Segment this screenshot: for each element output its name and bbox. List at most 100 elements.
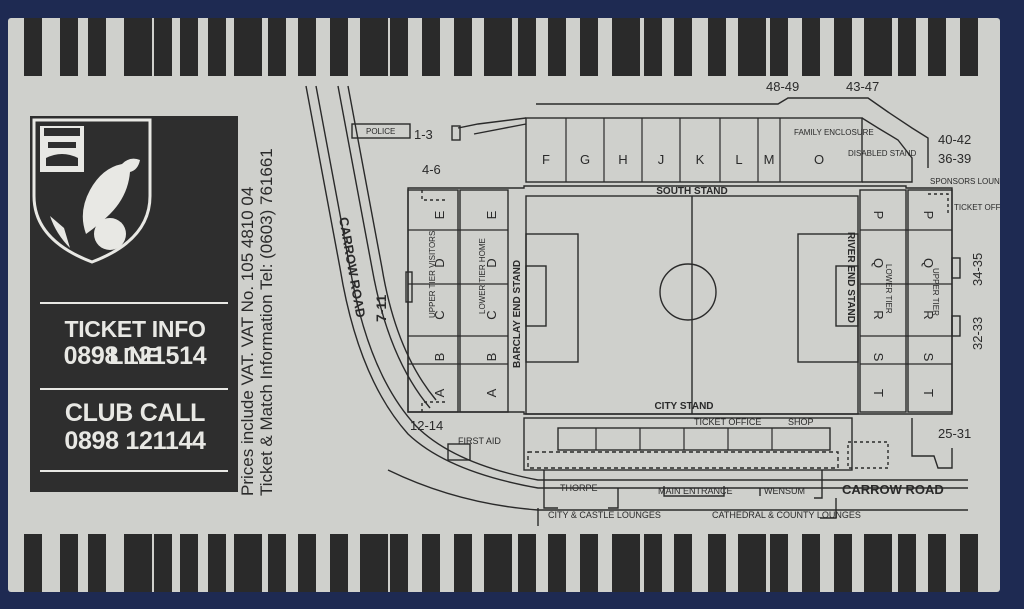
stripe-bar	[960, 534, 978, 592]
road-edge	[347, 85, 437, 401]
corner-area	[847, 441, 889, 469]
stripe-bar	[330, 534, 348, 592]
stripe-bar	[88, 18, 106, 76]
stripe-border	[24, 18, 978, 592]
south-block-label: H	[618, 152, 627, 167]
stripe-bar	[708, 18, 726, 76]
south-block-label: L	[735, 152, 742, 167]
stand-label-barclay: BARCLAY END STAND	[512, 260, 523, 368]
stripe-bar	[548, 534, 566, 592]
barclay-inner-stand	[459, 189, 509, 413]
ticket-office-right-label: TICKET OFFICE	[954, 203, 1000, 212]
stripe-bar	[802, 18, 820, 76]
club-call-number: 0898 121144	[64, 427, 206, 455]
stadium-map: CARROW ROAD CARROW ROAD 1-3 4-6 7-11 12-…	[305, 79, 1000, 526]
stripe-bar	[180, 534, 198, 592]
tier-label: UPPER TIER	[931, 268, 940, 316]
city-stand-inner	[557, 427, 831, 451]
south-wall	[457, 117, 527, 129]
ticket: TICKET INFO LINE 0898 121514 CLUB CALL 0…	[8, 18, 1000, 592]
canary-crest-icon	[32, 118, 152, 264]
stripe-bar	[60, 18, 78, 76]
stripe-bar	[454, 18, 472, 76]
stripe-bar	[268, 534, 286, 592]
stripe-bar	[422, 534, 440, 592]
ticket-info-label: TICKET INFO LINE	[64, 316, 206, 369]
bracket	[820, 498, 837, 519]
police-box	[351, 123, 411, 139]
thorpe-label: THORPE	[560, 483, 598, 493]
stripe-bar	[738, 18, 766, 76]
river-inner-stand	[859, 189, 907, 413]
stripe-bar	[24, 18, 42, 76]
barclay-block-label: D	[432, 258, 447, 267]
shop-label: SHOP	[788, 417, 814, 427]
south-wall	[473, 123, 527, 135]
south-block-label: M	[764, 152, 775, 167]
gate-label: 43-47	[846, 79, 879, 94]
stripe-bar	[234, 534, 262, 592]
city-stand-outline	[523, 417, 853, 471]
stripe-bar	[644, 18, 662, 76]
stripe-bar	[960, 18, 978, 76]
barclay-block-label: A	[484, 388, 499, 397]
club-call-label: CLUB CALL	[64, 399, 206, 427]
stripe-bar	[834, 18, 852, 76]
stripe-bar	[802, 534, 820, 592]
tier-label: UPPER TIER VISITORS	[428, 231, 437, 318]
stripe-bar	[674, 18, 692, 76]
disabled-stand-label: DISABLED STAND	[848, 149, 917, 158]
south-block-label: K	[696, 152, 705, 167]
first-aid-box	[447, 443, 471, 461]
outer-wall	[536, 97, 929, 168]
stripe-bar	[208, 18, 226, 76]
gate-label: 7-11	[373, 295, 389, 322]
stripe-bar	[422, 18, 440, 76]
barclay-block-label: D	[484, 258, 499, 267]
gate-label: 36-39	[938, 151, 971, 166]
south-block-label: J	[658, 152, 665, 167]
panel-rule	[40, 388, 228, 390]
stripe-bar	[864, 534, 892, 592]
stripe-bar	[644, 534, 662, 592]
stripe-bar	[360, 18, 388, 76]
gate-label: 4-6	[422, 162, 441, 177]
family-enclosure-label: FAMILY ENCLOSURE	[794, 128, 874, 137]
stripe-bar	[24, 534, 42, 592]
barclay-block-label: C	[484, 310, 499, 319]
panel-rule	[40, 302, 228, 304]
gate-label: 32-33	[970, 317, 985, 350]
wensum-label: WENSUM	[764, 486, 805, 496]
city-castle-label: CITY & CASTLE LOUNGES	[548, 510, 661, 520]
disabled-stand-outline	[861, 117, 913, 183]
bracket	[814, 470, 823, 499]
barclay-block-label: E	[484, 210, 499, 219]
stripe-bar	[484, 534, 512, 592]
road-edge	[305, 85, 968, 489]
stripe-bar	[234, 18, 262, 76]
gate-label: 40-42	[938, 132, 971, 147]
gate-label: 48-49	[766, 79, 799, 94]
club-panel: TICKET INFO LINE 0898 121514 CLUB CALL 0…	[30, 116, 238, 492]
gate-marker	[405, 271, 413, 303]
gate-label: 1-3	[414, 127, 433, 142]
road-edge	[387, 469, 968, 511]
stripe-bar	[208, 534, 226, 592]
south-block-label: O	[814, 152, 824, 167]
south-block-label: G	[580, 152, 590, 167]
centre-circle	[659, 263, 717, 321]
river-block-label: T	[871, 389, 886, 397]
stripe-bar	[928, 534, 946, 592]
cathedral-county-label: CATHEDRAL & COUNTY LOUNGES	[712, 510, 861, 520]
stripe-bar	[124, 18, 152, 76]
road-edge	[337, 85, 431, 409]
stripe-bar	[834, 534, 852, 592]
stripe-bar	[298, 18, 316, 76]
ticket-info-number: 0898 121514	[63, 342, 207, 370]
goal-box-right	[835, 265, 859, 327]
gate-marker	[451, 125, 461, 141]
stripe-bar	[770, 534, 788, 592]
police-label: POLICE	[366, 127, 395, 136]
stripe-bar	[88, 534, 106, 592]
stand-label-south: SOUTH STAND	[656, 186, 727, 197]
